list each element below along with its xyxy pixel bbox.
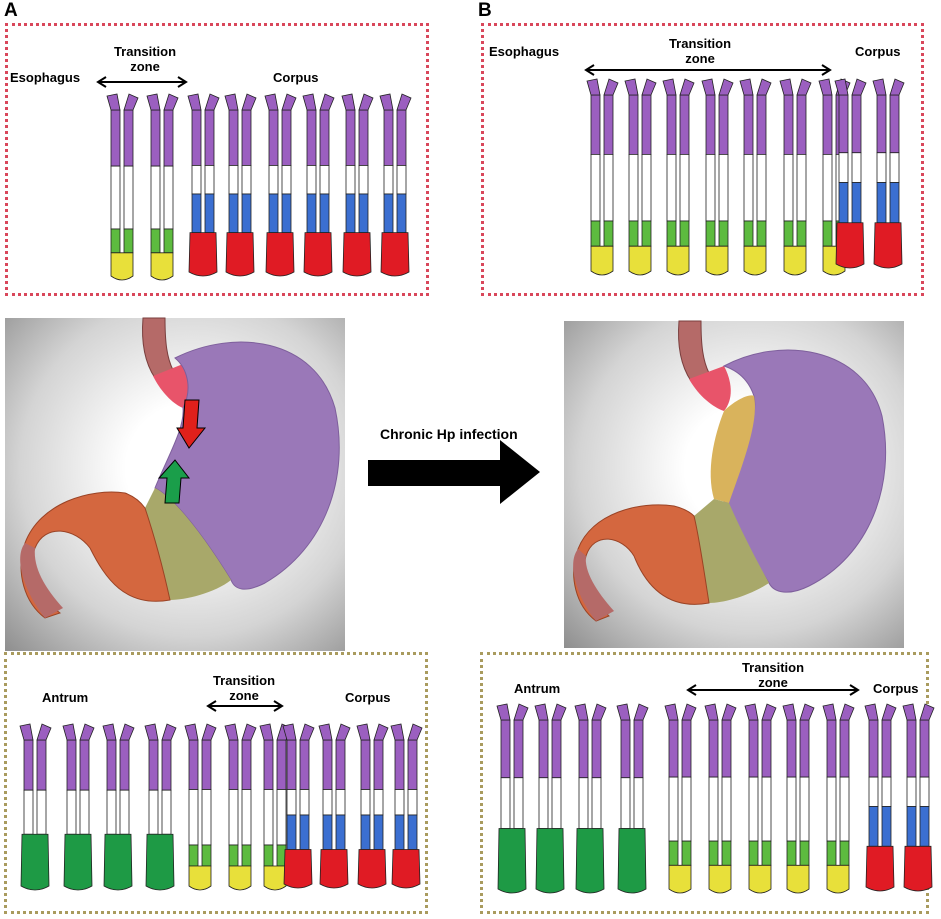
gland — [664, 703, 697, 894]
label-chronic-hp: Chronic Hp infection — [380, 426, 518, 442]
gland — [224, 93, 257, 277]
gland — [19, 723, 52, 891]
gland — [739, 78, 772, 276]
label-transition-a-top: Transition zone — [105, 44, 185, 74]
label-corpus-b-bottom: Corpus — [873, 681, 919, 696]
gland — [574, 703, 607, 894]
gland — [144, 723, 177, 891]
label-antrum-b: Antrum — [514, 681, 561, 696]
panel-letter-a: A — [4, 0, 18, 21]
gland — [864, 703, 897, 892]
gland — [224, 723, 257, 891]
gland — [662, 78, 695, 276]
frame-b-top — [481, 23, 924, 296]
gland — [341, 93, 374, 277]
gland — [102, 723, 135, 891]
gland — [586, 78, 619, 276]
gland — [302, 93, 335, 277]
gland — [259, 723, 292, 891]
double-arrow-icon — [584, 64, 832, 76]
frame-a-bottom — [4, 652, 428, 914]
gland — [704, 703, 737, 894]
label-transition-b-top: Transition zone — [660, 36, 740, 66]
gland — [624, 78, 657, 276]
stomach-image-a — [5, 317, 345, 651]
label-transition-a-bottom: Transition zone — [204, 673, 284, 703]
gland — [534, 703, 567, 894]
gland — [496, 703, 529, 894]
gland — [106, 93, 139, 281]
gland — [744, 703, 777, 894]
transition-line1: Transition — [741, 660, 805, 675]
gland — [902, 703, 935, 892]
gland — [264, 93, 297, 277]
double-arrow-icon — [686, 684, 860, 696]
gland — [834, 78, 867, 269]
transition-line1: Transition — [668, 36, 732, 51]
transition-line2: zone — [229, 688, 259, 703]
panel-letter-b: B — [478, 0, 492, 21]
label-esophagus-b: Esophagus — [489, 44, 560, 59]
label-corpus-b-top: Corpus — [855, 44, 901, 59]
gland — [390, 723, 423, 889]
transition-line2: zone — [685, 51, 715, 66]
gland — [822, 703, 855, 894]
gland — [184, 723, 217, 891]
gland — [318, 723, 351, 889]
frame-a-top — [5, 23, 429, 296]
gland — [779, 78, 812, 276]
gland — [62, 723, 95, 891]
double-arrow-icon — [206, 700, 284, 712]
gland — [616, 703, 649, 894]
gland — [701, 78, 734, 276]
transition-line2: zone — [130, 59, 160, 74]
gland — [356, 723, 389, 889]
gland — [872, 78, 905, 269]
gland — [782, 703, 815, 894]
label-transition-b-bottom: Transition zone — [733, 660, 813, 690]
transition-line2: zone — [758, 675, 788, 690]
gland — [379, 93, 412, 277]
gland — [187, 93, 220, 277]
label-antrum-a: Antrum — [42, 690, 89, 705]
label-corpus-a-top: Corpus — [273, 70, 319, 85]
label-corpus-a-bottom: Corpus — [345, 690, 391, 705]
gland — [282, 723, 315, 889]
double-arrow-icon — [96, 76, 188, 88]
label-esophagus-a: Esophagus — [10, 70, 81, 85]
transition-line1: Transition — [212, 673, 276, 688]
gland — [146, 93, 179, 281]
stomach-image-b — [564, 320, 904, 648]
transition-line1: Transition — [113, 44, 177, 59]
